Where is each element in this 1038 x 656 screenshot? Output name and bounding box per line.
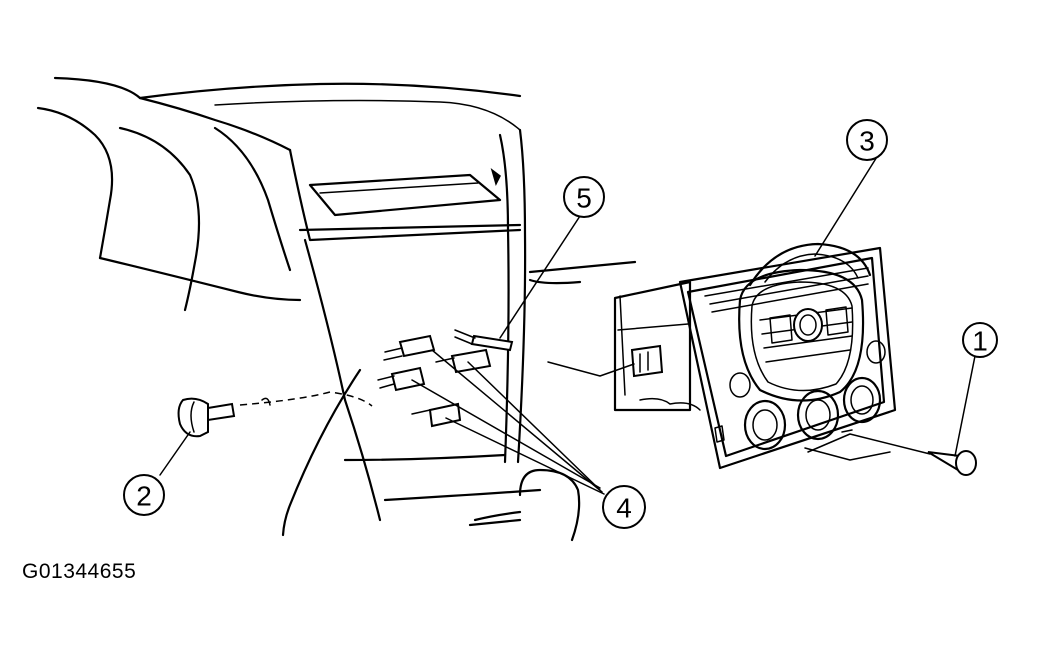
bolt xyxy=(177,397,236,438)
audio-unit xyxy=(613,242,897,470)
leader-lines xyxy=(159,151,976,495)
callout-3-label: 3 xyxy=(859,126,875,157)
callout-5-label: 5 xyxy=(576,183,592,214)
bolt-path xyxy=(239,391,373,407)
screw xyxy=(927,450,977,476)
callout-1-label: 1 xyxy=(972,326,988,357)
callout-2: 2 xyxy=(123,474,165,516)
dashboard-outline xyxy=(36,76,637,542)
callout-3: 3 xyxy=(846,119,888,161)
figure-id: G01344655 xyxy=(22,560,137,583)
callout-1: 1 xyxy=(962,322,998,358)
callout-4: 4 xyxy=(602,485,646,529)
connectors xyxy=(377,329,664,428)
callout-5: 5 xyxy=(563,176,605,218)
callout-2-label: 2 xyxy=(136,481,152,512)
screw-path xyxy=(807,433,931,455)
callout-4-label: 4 xyxy=(616,493,632,524)
